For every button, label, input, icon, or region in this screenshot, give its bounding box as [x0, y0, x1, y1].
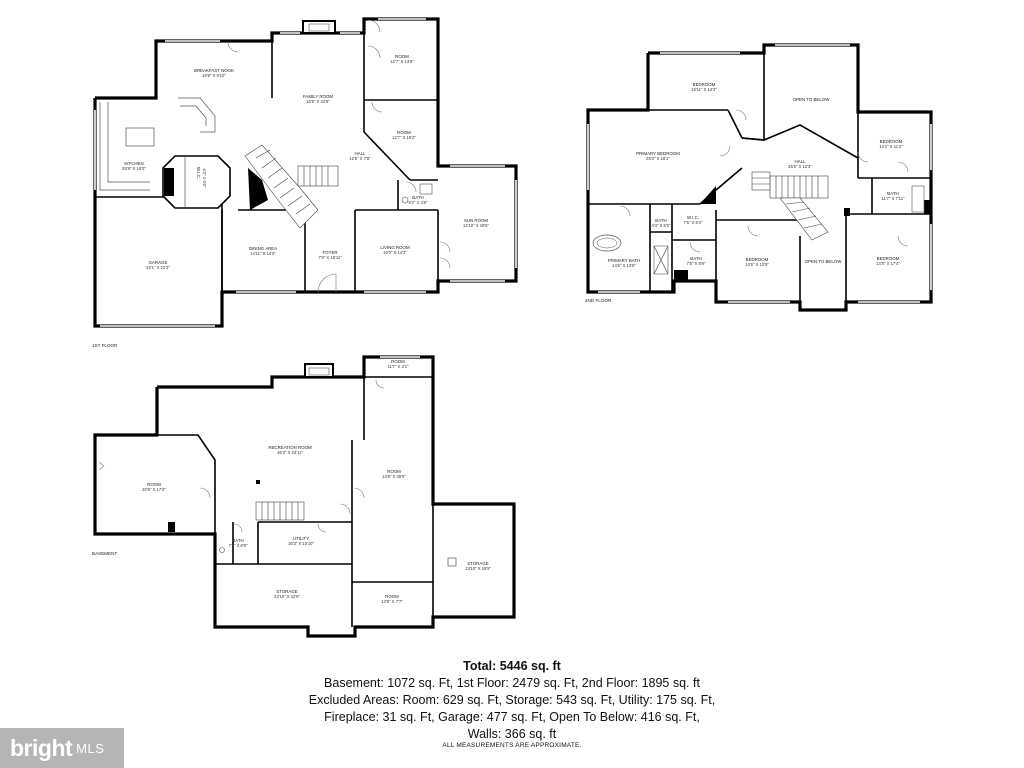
floor-label-second: 2ND FLOOR [585, 298, 612, 303]
room-label-primary-bedroom: PRIMARY BEDROOM [636, 151, 680, 156]
room-size-storage-left: 23'10" X 12'6" [274, 594, 301, 599]
room-size-foyer: 7'6" X 15'11" [318, 255, 342, 260]
room-label-garage: GARAGE [149, 260, 168, 265]
room-size-bath-right: 11'7" X 7'11" [881, 196, 905, 201]
total-area: Total: 5446 sq. ft [463, 659, 561, 673]
floor-label-basement: BASEMENT [92, 551, 117, 556]
room-label-bedroom-right: BEDROOM [880, 139, 903, 144]
room-label-basement-bath: BATH [232, 538, 243, 543]
room-label-room-top: ROOM [395, 54, 409, 59]
room-size-bedroom-bottom: 14'8" X 17'4" [876, 261, 900, 266]
room-label-basement-room-left: ROOM [147, 482, 161, 487]
room-label-breakfast-nook: BREAKFAST NOOK [194, 68, 234, 73]
room-size-bath-small: 4'4" X 5'5" [651, 223, 671, 228]
room-label-open-below-mid: OPEN TO BELOW [805, 259, 843, 264]
room-label-bedroom-top: BEDROOM [693, 82, 716, 87]
basement-plan: ROOM 11'7" X 3'1" RECREATION ROOM 36'3" … [92, 355, 516, 638]
measurement-disclaimer: ALL MEASUREMENTS ARE APPROXIMATE. [442, 742, 582, 749]
room-label-bedroom-bottom: BEDROOM [877, 256, 900, 261]
room-label-utility: UTILITY [293, 536, 309, 541]
room-label-hall: HALL [355, 151, 367, 156]
room-label-room-mid: ROOM [397, 130, 411, 135]
floor-label-first: 1ST FLOOR [92, 343, 118, 348]
room-size-primary-bedroom: 28'2" X 16'1" [646, 156, 670, 161]
room-label-sun-room: SUN ROOM [464, 218, 488, 223]
room-size-basement-bath: 7'2" X 6'9" [228, 543, 248, 548]
room-size-family-room: 16'5" X 22'8" [306, 99, 330, 104]
room-size-room-mid: 12'7" X 15'2" [392, 135, 416, 140]
excluded-areas-line-2: Fireplace: 31 sq. Ft, Garage: 477 sq. Ft… [324, 710, 700, 724]
room-label-storage-right: STORAGE [467, 561, 488, 566]
second-floor-plan: BEDROOM 19'11" X 14'3" OPEN TO BELOW PRI… [585, 43, 933, 312]
room-label-storage-left: STORAGE [276, 589, 297, 594]
room-label-primary-bath: PRIMARY BATH [608, 258, 640, 263]
area-summary: Total: 5446 sq. ft Basement: 1072 sq. Ft… [230, 658, 794, 743]
room-size-basement-room-right: 13'8" X 35'9" [382, 474, 406, 479]
room-size-basement-room-left: 20'9" X 17'2" [142, 487, 166, 492]
room-label-bath: BATH [412, 195, 423, 200]
room-size-dining-area: 14'11" X 14'0" [250, 251, 276, 256]
room-size-storage-right: 13'10" X 19'5" [465, 566, 492, 571]
room-label-basement-room-right: ROOM [387, 469, 401, 474]
room-label-foyer: FOYER [322, 250, 337, 255]
room-label-family-room: FAMILY ROOM [303, 94, 333, 99]
room-size-wic-second: 7'5" X 6'4" [683, 220, 703, 225]
excluded-areas-line-1: Excluded Areas: Room: 629 sq. Ft, Storag… [308, 693, 716, 707]
room-label-wic-second: W.I.C. [687, 215, 699, 220]
room-label-recreation-room: RECREATION ROOM [268, 445, 312, 450]
room-size-primary-bath: 14'6" X 13'5" [612, 263, 636, 268]
area-breakdown-floors: Basement: 1072 sq. Ft, 1st Floor: 2479 s… [324, 676, 700, 690]
room-size-bath: 6'2" X 4'9" [408, 200, 428, 205]
room-label-basement-room-top: ROOM [391, 359, 405, 364]
room-size-garage: 22'1" X 22'2" [146, 265, 170, 270]
room-label-bath-right: BATH [887, 191, 898, 196]
room-size-hall: 12'5" X 7'8" [349, 156, 371, 161]
room-size-room-top: 12'7" X 13'8" [390, 59, 414, 64]
room-size-sun-room: 12'10" X 19'5" [463, 223, 490, 228]
first-floor-plan: BREAKFAST NOOK 19'9" X 9'10" FAMILY ROOM… [92, 17, 518, 348]
brightmls-logo: bright MLS [0, 728, 124, 768]
room-label-wic: W.I.C. [196, 167, 201, 179]
room-label-bedroom-mid: BEDROOM [746, 257, 769, 262]
room-label-living-room: LIVING ROOM [380, 245, 410, 250]
room-size-bedroom-top: 19'11" X 14'3" [691, 87, 717, 92]
room-label-kitchen: KITCHEN [124, 161, 143, 166]
room-size-utility: 16'3" X 10'10" [288, 541, 315, 546]
room-size-breakfast-nook: 19'9" X 9'10" [202, 73, 226, 78]
room-label-basement-room-bottom: ROOM [385, 594, 399, 599]
room-label-hall-second: HALL [795, 159, 807, 164]
room-label-bath-small: BATH [655, 218, 666, 223]
room-size-recreation-room: 36'3" X 23'11" [277, 450, 303, 455]
room-size-bedroom-right: 14'1" X 11'2" [879, 144, 903, 149]
brand-name: bright [10, 734, 73, 761]
room-size-wic: 6'3" X 6'0" [202, 168, 207, 188]
room-size-basement-room-top: 11'7" X 3'1" [387, 364, 409, 369]
brand-suffix: MLS [76, 740, 105, 756]
room-size-kitchen: 28'8" X 19'0" [122, 166, 146, 171]
room-size-bedroom-mid: 14'5" X 10'9" [745, 262, 769, 267]
walls-area: Walls: 366 sq. ft [467, 727, 557, 741]
room-label-open-below-top: OPEN TO BELOW [793, 97, 831, 102]
room-label-dining-area: DINING AREA [249, 246, 277, 251]
room-size-basement-room-bottom: 13'9" X 7'7" [381, 599, 403, 604]
room-size-bath-mid: 7'6" X 9'9" [686, 261, 706, 266]
room-label-bath-mid: BATH [690, 256, 701, 261]
room-size-hall-second: 25'5" X 12'3" [788, 164, 812, 169]
room-size-living-room: 15'0" X 14'3" [383, 250, 407, 255]
